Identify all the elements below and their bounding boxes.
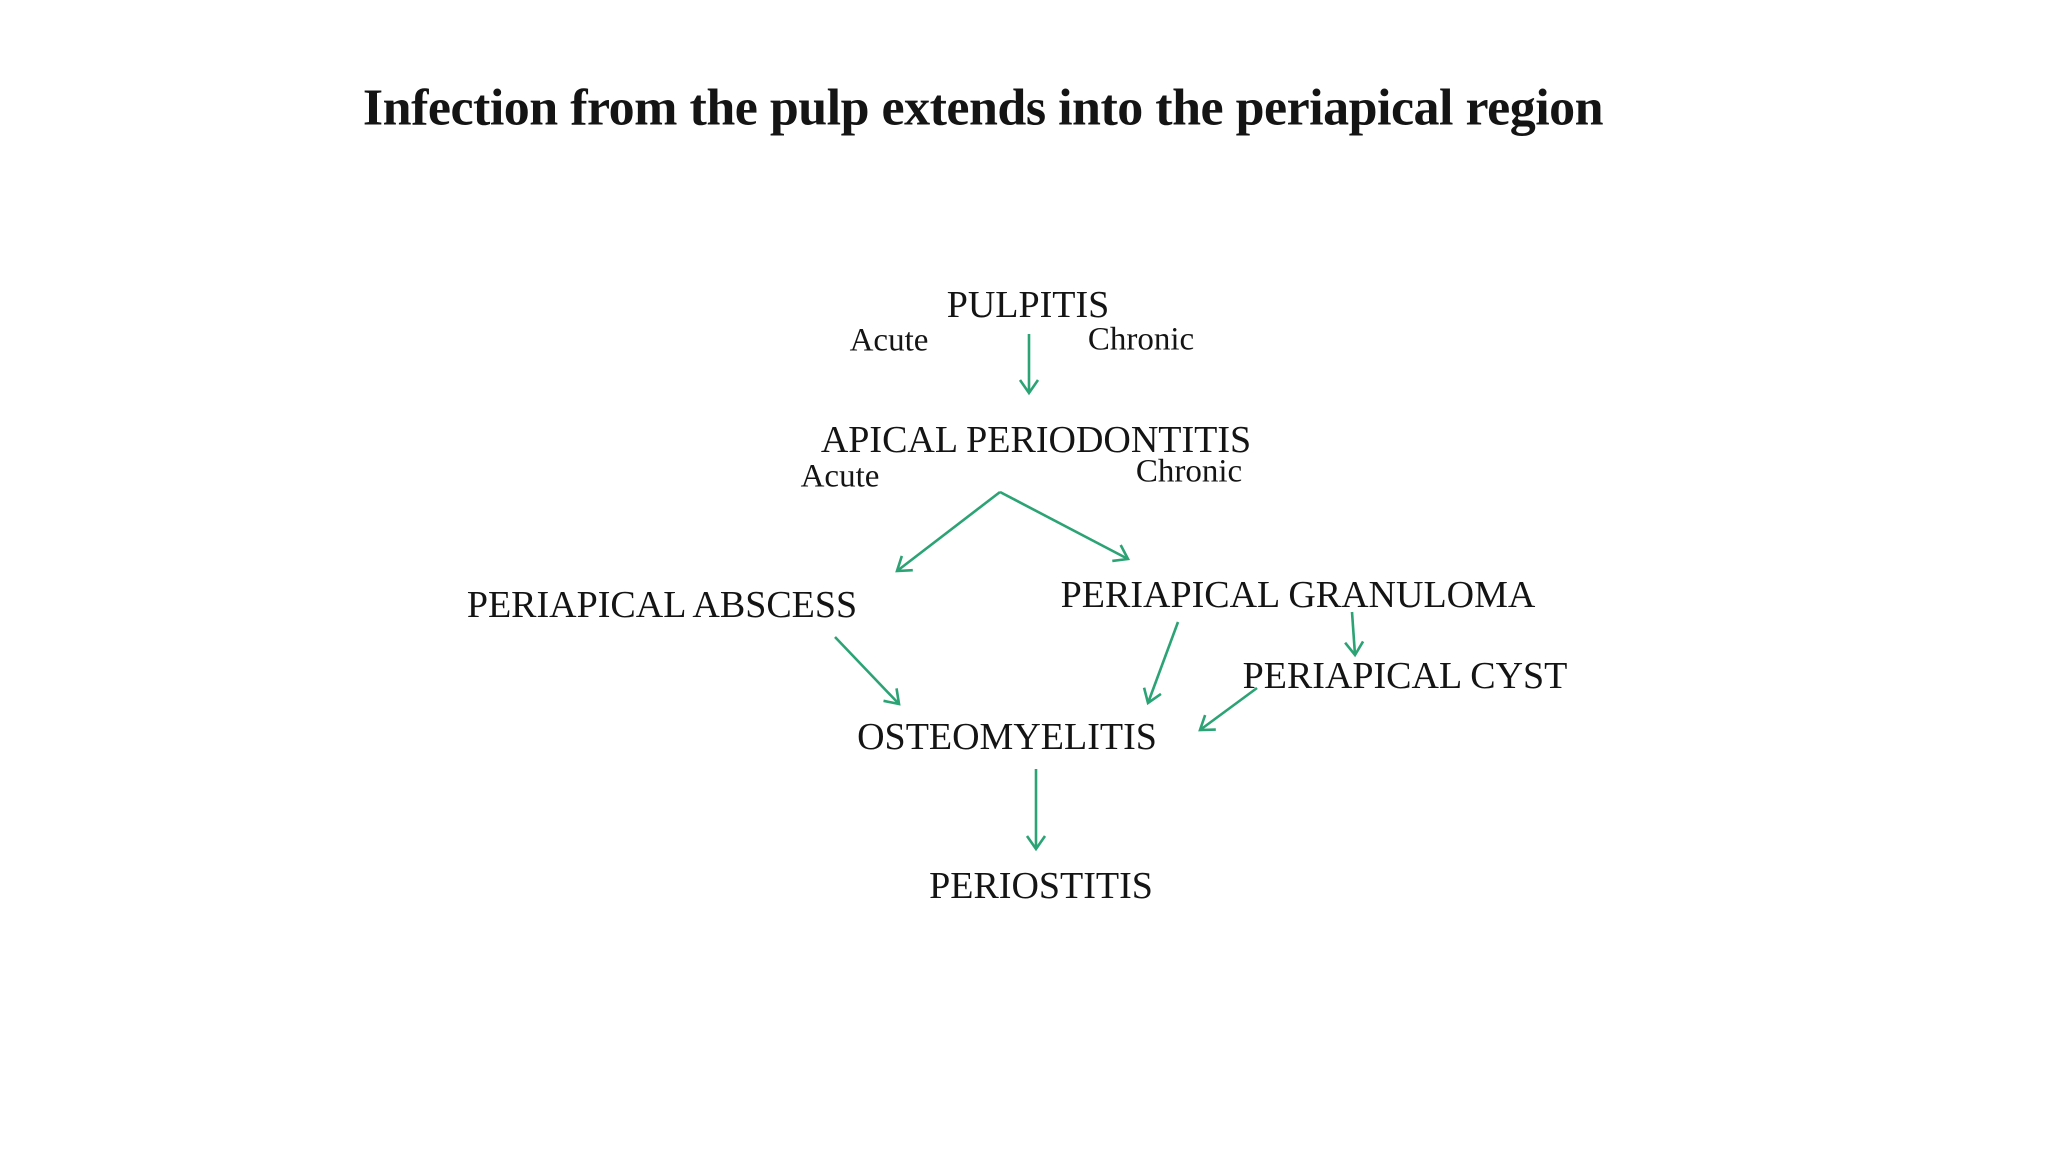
node-periapical-cyst: PERIAPICAL CYST [1242, 655, 1568, 697]
node-osteomyelitis: OSTEOMYELITIS [857, 716, 1157, 758]
node-pulpitis-chronic-label: Chronic [1087, 321, 1195, 358]
node-pulpitis: PULPITIS [946, 284, 1110, 326]
node-pulpitis-acute-label: Acute [849, 322, 929, 359]
edge-periapical-granuloma-to-periapical-cyst [1344, 611, 1365, 658]
node-apical-periodontitis-acute-label: Acute [800, 458, 880, 495]
node-periostitis: PERIOSTITIS [929, 865, 1153, 907]
edge-apical-periodontitis-to-periapical-abscess [895, 490, 1001, 573]
page-title: Infection from the pulp extends into the… [362, 79, 1604, 137]
edge-periapical-granuloma-to-osteomyelitis [1142, 621, 1180, 706]
node-periapical-abscess: PERIAPICAL ABSCESS [466, 584, 858, 626]
node-apical-periodontitis: APICAL PERIODONTITIS [820, 419, 1252, 461]
node-apical-periodontitis-chronic-label: Chronic [1135, 453, 1243, 490]
edge-apical-periodontitis-to-periapical-granuloma [999, 490, 1131, 563]
edge-periapical-cyst-to-osteomyelitis [1198, 686, 1258, 732]
node-periapical-granuloma: PERIAPICAL GRANULOMA [1060, 574, 1536, 616]
edge-periapical-abscess-to-osteomyelitis [834, 636, 901, 706]
